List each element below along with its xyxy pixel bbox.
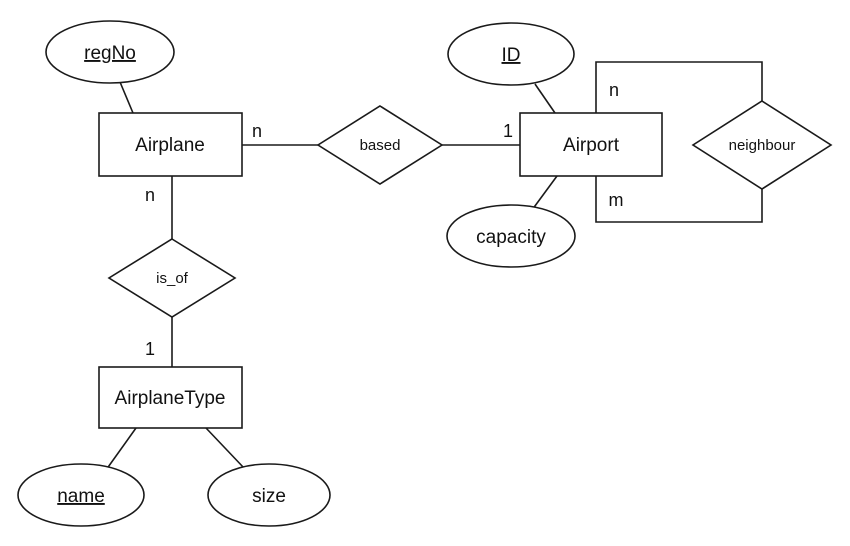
connectors [105, 61, 763, 471]
attribute-capacity-shape [446, 204, 576, 268]
entity-airplanetype: AirplaneType [98, 366, 243, 429]
relationship-based: based [316, 105, 444, 185]
entity-airport-shape [519, 112, 663, 177]
edge-id-airport [534, 83, 556, 114]
cardinality-airplane-based: n [252, 121, 262, 141]
attribute-capacity: capacity [446, 204, 576, 268]
attribute-id-shape [447, 22, 575, 86]
attribute-name-shape [17, 463, 145, 527]
relationship-is-of: is_of [107, 238, 237, 318]
edge-capacity-airport [531, 175, 558, 211]
relationship-is-of-label: is_of [156, 270, 189, 287]
relationship-neighbour: neighbour [691, 100, 833, 190]
attribute-name: name [17, 463, 145, 527]
entity-airport: Airport [519, 112, 663, 177]
edge-regno-airplane [119, 81, 134, 114]
entity-airplane-shape [98, 112, 243, 177]
entity-airplanetype-label: AirplaneType [115, 388, 226, 409]
attribute-size-shape [207, 463, 331, 527]
attribute-size-label: size [252, 486, 286, 507]
cardinality-airplane-is-of: n [145, 185, 155, 205]
edge-airport-neighbour-top [595, 61, 763, 113]
attribute-id-label: ID [502, 45, 521, 66]
entity-airplane-label: Airplane [135, 135, 205, 156]
attribute-id: ID [447, 22, 575, 86]
relationship-is-of-shape [107, 238, 237, 318]
attribute-size: size [207, 463, 331, 527]
relationship-based-label: based [360, 137, 401, 154]
cardinality-neighbour-top: n [609, 80, 619, 100]
attribute-regno-shape [45, 20, 175, 84]
entity-airplanetype-shape [98, 366, 243, 429]
edge-size-airplanetype [205, 427, 245, 469]
attribute-name-label: name [57, 486, 105, 507]
cardinality-neighbour-bottom: m [609, 190, 624, 210]
relationship-neighbour-shape [691, 100, 833, 190]
edge-name-airplanetype [105, 427, 137, 471]
entity-airport-label: Airport [563, 135, 620, 156]
relationship-based-shape [316, 105, 444, 185]
attribute-regno-label: regNo [84, 43, 136, 64]
cardinality-airplanetype-is-of: 1 [145, 339, 155, 359]
relationship-neighbour-label: neighbour [729, 137, 796, 154]
edge-airport-neighbour-bottom [595, 176, 763, 223]
entity-airplane: Airplane [98, 112, 243, 177]
attribute-capacity-label: capacity [476, 227, 546, 248]
attribute-regno: regNo [45, 20, 175, 84]
cardinality-airport-based: 1 [503, 121, 513, 141]
